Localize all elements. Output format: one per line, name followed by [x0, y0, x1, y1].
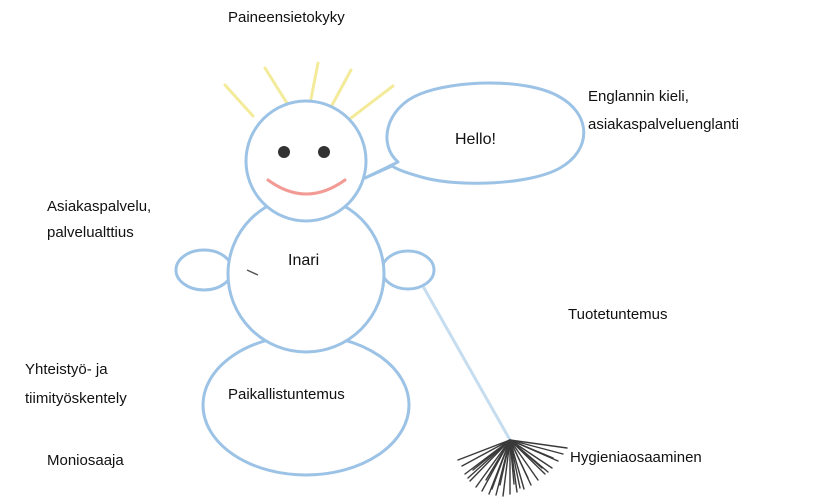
body-mark — [246, 269, 259, 276]
ray-2 — [263, 66, 292, 110]
broom-stick — [422, 286, 512, 442]
ray-4 — [329, 68, 353, 109]
label-englanti-1: Englannin kieli, — [588, 88, 689, 105]
left-hand — [174, 248, 234, 292]
label-moniosaaja: Moniosaaja — [47, 452, 124, 469]
label-asiakaspalvelu-1: Asiakaspalvelu, — [47, 198, 152, 215]
broom-bristles — [457, 439, 568, 497]
right-hand — [380, 249, 436, 291]
speech-bubble — [363, 81, 586, 185]
base-text: Paikallistuntemus — [228, 386, 345, 403]
head-snowball — [244, 99, 368, 223]
left-eye — [278, 146, 290, 158]
sun-rays — [223, 61, 395, 120]
label-hygienia: Hygieniaosaaminen — [570, 449, 702, 466]
label-tuotetuntemus: Tuotetuntemus — [568, 306, 668, 323]
ray-3 — [308, 61, 320, 106]
ray-1 — [223, 83, 255, 118]
label-yhteistyo-2: tiimityöskentely — [25, 390, 127, 407]
ray-5 — [349, 84, 395, 120]
label-paineensietokyky: Paineensietokyky — [228, 9, 345, 26]
label-englanti-2: asiakaspalveluenglanti — [588, 116, 739, 133]
base-snowball — [201, 333, 411, 477]
right-eye — [318, 146, 330, 158]
smile-mouth — [266, 178, 347, 196]
speech-text: Hello! — [455, 131, 496, 148]
body-name: Inari — [288, 252, 320, 269]
label-yhteistyo-1: Yhteistyö- ja — [25, 361, 108, 378]
label-asiakaspalvelu-2: palvelualttius — [47, 224, 134, 241]
